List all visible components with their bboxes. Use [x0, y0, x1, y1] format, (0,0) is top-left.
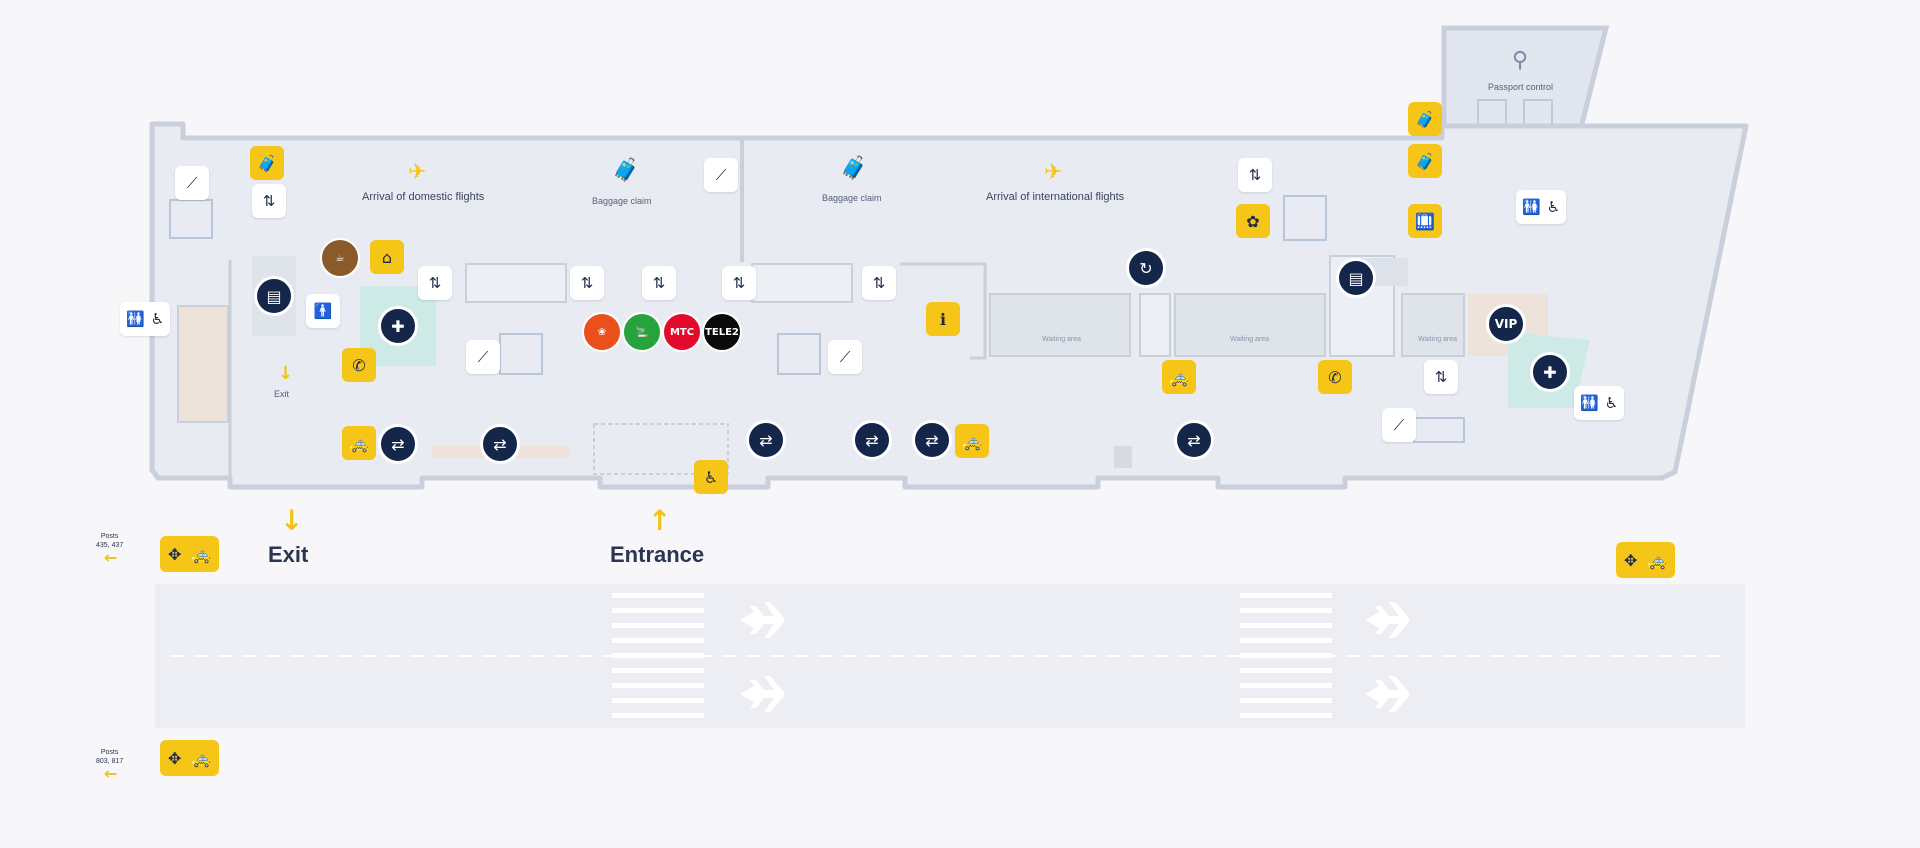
waiting-area-1 [989, 293, 1131, 357]
elevator-icon[interactable]: ⇅ [642, 266, 676, 300]
atm-icon[interactable]: ▤ [1336, 258, 1376, 298]
elevator-icon[interactable]: ⇅ [1424, 360, 1458, 394]
currency-exchange-icon[interactable]: ⇄ [378, 424, 418, 464]
elevator-icon[interactable]: ⇅ [252, 184, 286, 218]
bus-taxi-stop-icon[interactable]: ✥🚕 [1616, 542, 1676, 578]
exit-small-label: Exit [274, 389, 290, 399]
pharmacy-icon[interactable]: ✚ [378, 306, 418, 346]
phone-icon[interactable]: ✆ [1318, 360, 1352, 394]
elevator-icon[interactable]: ⇅ [1238, 158, 1272, 192]
elevator-icon[interactable]: ⇅ [418, 266, 452, 300]
luggage-claim-icon: 🧳 [840, 156, 868, 181]
plant-icon[interactable]: ✿ [1236, 204, 1270, 238]
passport-control-label: Passport control [1488, 82, 1554, 92]
escalator-icon[interactable]: ⟋ [828, 340, 862, 374]
toilet-wheelchair-icon[interactable]: 🚻♿ [120, 302, 171, 336]
info-desk-icon[interactable]: ℹ [926, 302, 960, 336]
waiting-area-2 [1174, 293, 1326, 357]
toilet-wheelchair-icon[interactable]: 🚻♿ [1516, 190, 1567, 224]
lost-and-found-icon[interactable]: ⌂ [370, 240, 404, 274]
bus-taxi-stop-icon[interactable]: ✥🚕 [160, 536, 220, 572]
baggage-claim-label-1: Baggage claim [592, 196, 652, 206]
gate-bottom-label: Posts 803, 817 [96, 749, 124, 765]
exit-label: Exit [268, 542, 309, 567]
escalator-icon[interactable]: ⟋ [466, 340, 500, 374]
waiting-area-3 [1401, 293, 1465, 357]
mts-logo[interactable]: МТС [662, 312, 702, 352]
bus-taxi-stop-icon[interactable]: ✥🚕 [160, 740, 220, 776]
currency-exchange-icon[interactable]: ⇄ [852, 420, 892, 460]
plane-arrival-icon: ✈ [1044, 160, 1063, 185]
escalator-icon[interactable]: ⟋ [175, 166, 209, 200]
waiting-area-label-3: Waiting area [1418, 336, 1458, 343]
passport-control-icon: ⚲ [1512, 48, 1529, 73]
tele2-logo[interactable]: TELE2 [702, 312, 742, 352]
currency-exchange-icon[interactable]: ⇄ [1174, 420, 1214, 460]
elevator-icon[interactable]: ⇅ [862, 266, 896, 300]
road-plane-markings [740, 602, 1409, 712]
crosswalk-left [612, 593, 704, 718]
atm-icon[interactable]: ▤ [254, 276, 294, 316]
gate-top-label: Posts 435, 437 [96, 533, 124, 549]
elevator-icon[interactable]: ⇅ [722, 266, 756, 300]
entrance-label: Entrance [610, 542, 705, 567]
shop-logo-orange[interactable]: ❀ [582, 312, 622, 352]
pharmacy-icon[interactable]: ✚ [1530, 352, 1570, 392]
luggage-icon[interactable]: 🧳 [1408, 144, 1442, 178]
plane-arrival-icon: ✈ [408, 160, 427, 185]
luggage-claim-icon: 🧳 [612, 158, 640, 183]
gate-top-arrow: ← [104, 548, 118, 567]
stairs [169, 195, 1465, 443]
waiting-area-label-1: Waiting area [1042, 336, 1082, 343]
coffee-shop-logo[interactable]: ☕ [320, 238, 360, 278]
transfer-icon[interactable]: ↻ [1126, 248, 1166, 288]
escalator-icon[interactable]: ⟋ [1382, 408, 1416, 442]
escalator-icon[interactable]: ⟋ [704, 158, 738, 192]
vip-badge[interactable]: VIP [1486, 304, 1526, 344]
arrival-domestic-label: Arrival of domestic flights [362, 191, 485, 203]
currency-exchange-icon[interactable]: ⇄ [480, 424, 520, 464]
luggage-icon[interactable]: 🧳 [250, 146, 284, 180]
exit-small-arrow: ↓ [278, 363, 294, 384]
wheelchair-icon[interactable]: ♿ [694, 460, 728, 494]
taxi-icon[interactable]: 🚕 [342, 426, 376, 460]
luggage-icon[interactable]: 🧳 [1408, 102, 1442, 136]
gate-bottom-arrow: ← [104, 764, 118, 783]
currency-exchange-icon[interactable]: ⇄ [912, 420, 952, 460]
phone-icon[interactable]: ✆ [342, 348, 376, 382]
currency-exchange-icon[interactable]: ⇄ [746, 420, 786, 460]
shop-logo-green[interactable]: 🚬 [622, 312, 662, 352]
baggage-claim-label-2: Baggage claim [822, 193, 882, 203]
waiting-area-label-2: Waiting area [1230, 336, 1270, 343]
crosswalk-right [1240, 593, 1332, 718]
taxi-icon[interactable]: 🚕 [1162, 360, 1196, 394]
exit-arrow: ↓ [280, 504, 304, 537]
entrance-arrow: ↑ [648, 504, 672, 537]
toilet-icon[interactable]: 🚹 [306, 294, 340, 328]
toilet-wheelchair-icon[interactable]: 🚻♿ [1574, 386, 1625, 420]
elevator-icon[interactable]: ⇅ [570, 266, 604, 300]
taxi-icon[interactable]: 🚕 [955, 424, 989, 458]
arrival-international-label: Arrival of international flights [986, 191, 1125, 203]
luggage-cart-icon[interactable]: 🛄 [1408, 204, 1442, 238]
